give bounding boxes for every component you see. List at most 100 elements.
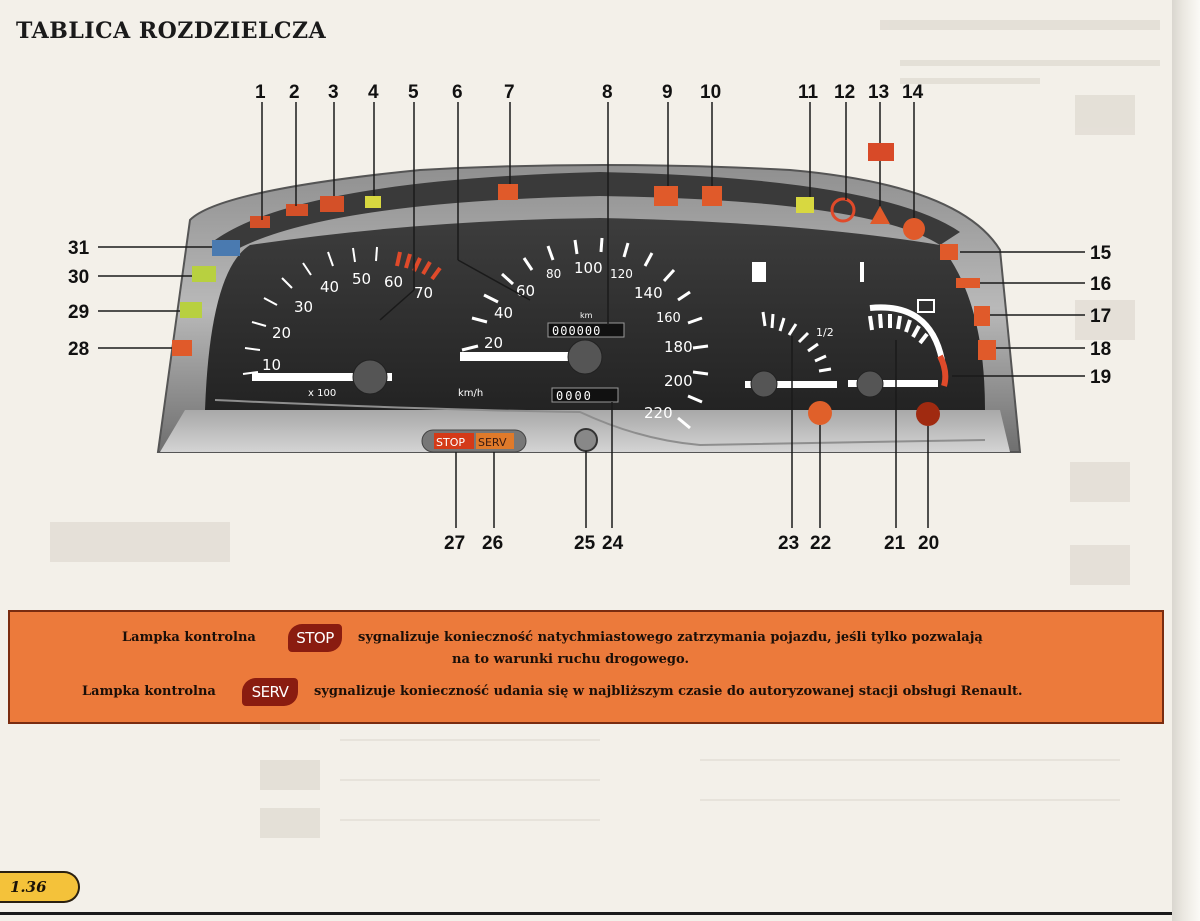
speed-tick-100: 100 xyxy=(574,259,603,277)
callout-14: 14 xyxy=(902,82,924,103)
callout-29: 29 xyxy=(68,302,89,323)
callout-9: 9 xyxy=(662,82,673,103)
rpm-tick-10: 10 xyxy=(262,356,281,374)
rpm-tick-30: 30 xyxy=(294,298,313,316)
lamp-11 xyxy=(796,197,814,213)
speed-tick-120: 120 xyxy=(610,267,633,281)
lamp-12 xyxy=(830,197,856,223)
callout-numbers: 1 2 3 4 5 6 7 8 9 10 11 12 13 14 15 16 1… xyxy=(68,82,1112,554)
speed-unit: km/h xyxy=(458,388,483,399)
page-title: TABLICA ROZDZIELCZA xyxy=(16,18,327,44)
lamp-7 xyxy=(498,184,518,200)
speed-tick-80: 80 xyxy=(546,267,561,281)
oil-pressure-lamp xyxy=(916,402,940,426)
callout-12: 12 xyxy=(834,82,855,103)
speed-tick-200: 200 xyxy=(664,372,693,390)
callout-7: 7 xyxy=(504,82,515,103)
cluster-stop-label: STOP xyxy=(436,436,465,449)
rpm-needle xyxy=(252,373,392,381)
callout-27: 27 xyxy=(444,533,465,554)
leader-lines xyxy=(98,102,1085,528)
lamp-13-ref xyxy=(868,143,894,161)
speed-needle xyxy=(460,352,600,361)
fuel-reserve-lamp xyxy=(808,401,832,425)
callout-31: 31 xyxy=(68,238,90,259)
callout-25: 25 xyxy=(574,533,596,554)
lamp-18 xyxy=(978,340,996,360)
notice-row1-label: Lampka kontrolna xyxy=(122,630,256,645)
trip-reset-knob-25 xyxy=(574,428,598,452)
callout-1: 1 xyxy=(255,82,266,103)
callout-30: 30 xyxy=(68,267,89,288)
rpm-tick-60: 60 xyxy=(384,273,403,291)
lamp-29 xyxy=(180,302,202,318)
rpm-unit: x 100 xyxy=(308,388,336,399)
callout-23: 23 xyxy=(778,533,799,554)
fuel-half-label: 1/2 xyxy=(816,326,834,339)
lamp-1 xyxy=(250,216,270,228)
rpm-tick-70: 70 xyxy=(414,284,433,302)
page-number-tab: 1.36 xyxy=(0,871,80,903)
notice-row2-text: sygnalizuje konieczność udania się w naj… xyxy=(314,684,1023,699)
serv-chip: SERV xyxy=(242,678,298,706)
callout-6: 6 xyxy=(452,82,463,103)
temperature-gauge xyxy=(848,262,949,426)
stop-chip: STOP xyxy=(288,624,342,652)
speed-tick-20: 20 xyxy=(484,334,503,352)
bottom-rule xyxy=(0,912,1172,915)
callout-5: 5 xyxy=(408,82,419,103)
callout-10: 10 xyxy=(700,82,721,103)
lamp-9 xyxy=(654,186,678,206)
callout-16: 16 xyxy=(1090,274,1111,295)
odometer-unit: km xyxy=(580,311,593,320)
callout-19: 19 xyxy=(1090,367,1111,388)
notice-row2-label: Lampka kontrolna xyxy=(82,684,216,699)
speed-tick-160: 160 xyxy=(656,311,681,326)
cluster-face xyxy=(205,218,985,410)
lamp-13 xyxy=(870,206,890,224)
notice-row1-text-cont: na to warunki ruchu drogowego. xyxy=(452,652,689,667)
lamp-16 xyxy=(956,278,980,288)
notice-row1-text: sygnalizuje konieczność natychmiastowego… xyxy=(358,630,983,645)
fuel-gauge: 1/2 xyxy=(745,262,837,425)
page-gutter xyxy=(1172,0,1200,921)
tachometer: 10 20 30 40 50 60 70 x 100 xyxy=(242,246,442,399)
lamp-30 xyxy=(192,266,216,282)
odometer-display: 000000 xyxy=(552,324,601,338)
speedometer: 20 40 60 80 100 120 140 160 180 200 220 … xyxy=(458,237,709,430)
lamp-10 xyxy=(702,186,722,206)
lamp-4 xyxy=(365,196,381,208)
rpm-tick-50: 50 xyxy=(352,270,371,288)
callout-2: 2 xyxy=(289,82,300,103)
lamp-28 xyxy=(172,340,192,356)
lamp-15 xyxy=(940,244,958,260)
speed-tick-40: 40 xyxy=(494,304,513,322)
callout-21: 21 xyxy=(884,533,906,554)
speed-tick-140: 140 xyxy=(634,284,663,302)
warning-lamps xyxy=(172,143,996,452)
cluster-serv-label: SERV xyxy=(478,436,507,449)
dashboard-diagram: 10 20 30 40 50 60 70 x 100 xyxy=(68,82,1112,554)
lamp-14 xyxy=(903,218,925,240)
lamp-17 xyxy=(974,306,990,326)
callout-17: 17 xyxy=(1090,306,1111,327)
callout-13: 13 xyxy=(868,82,889,103)
rpm-tick-40: 40 xyxy=(320,278,339,296)
callout-28: 28 xyxy=(68,339,89,360)
callout-18: 18 xyxy=(1090,339,1111,360)
warning-strip xyxy=(215,172,960,252)
callout-11: 11 xyxy=(798,82,819,103)
warning-notice-box: Lampka kontrolna STOP sygnalizuje koniec… xyxy=(8,610,1164,724)
callout-26: 26 xyxy=(482,533,503,554)
callout-3: 3 xyxy=(328,82,339,103)
lamp-2 xyxy=(286,204,308,216)
callout-24: 24 xyxy=(602,533,624,554)
callout-15: 15 xyxy=(1090,243,1112,264)
rpm-tick-20: 20 xyxy=(272,324,291,342)
callout-20: 20 xyxy=(918,533,939,554)
callout-8: 8 xyxy=(602,82,613,103)
stop-serv-lamps: STOP SERV xyxy=(421,429,527,453)
lamp-31 xyxy=(212,240,240,256)
speed-tick-220: 220 xyxy=(644,404,673,422)
speed-tick-180: 180 xyxy=(664,338,693,356)
